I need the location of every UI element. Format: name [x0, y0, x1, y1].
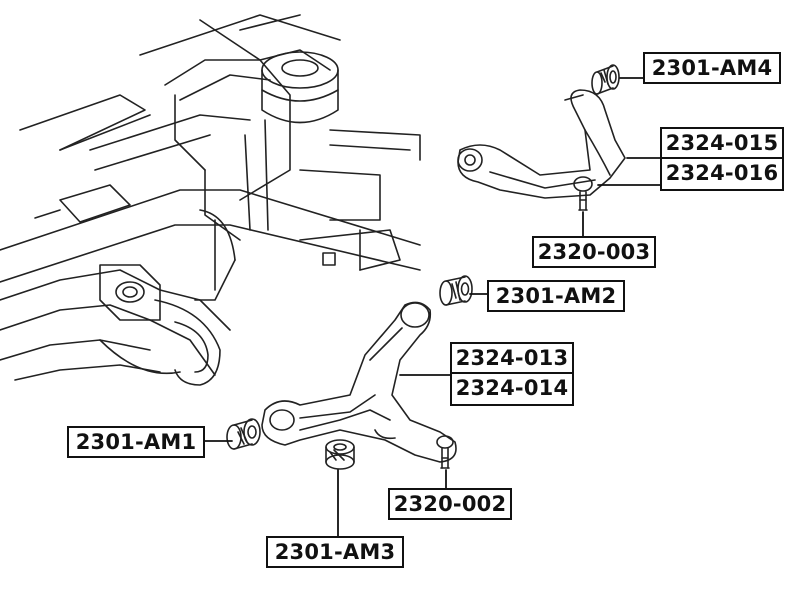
bushing-am1-illustration	[226, 418, 261, 450]
label-stack-lower-arm: 2324-013 2324-014	[450, 342, 574, 406]
bushing-am2-illustration	[439, 275, 473, 306]
lower-control-arm-illustration	[261, 301, 457, 469]
label-2301-am2: 2301-AM2	[487, 280, 625, 312]
bushing-am4-illustration	[591, 64, 620, 95]
label-2324-016: 2324-016	[660, 159, 784, 191]
leader-lines	[204, 77, 661, 537]
label-2320-002: 2320-002	[388, 488, 512, 520]
label-2324-015: 2324-015	[660, 127, 784, 159]
bushing-am3-illustration	[325, 439, 355, 470]
label-2301-am3: 2301-AM3	[266, 536, 404, 568]
vehicle-frame-illustration	[0, 14, 421, 386]
label-2324-013: 2324-013	[450, 342, 574, 374]
label-stack-upper-arm: 2324-015 2324-016	[660, 127, 784, 191]
label-2301-am1: 2301-AM1	[67, 426, 205, 458]
label-2320-003: 2320-003	[532, 236, 656, 268]
label-2301-am4: 2301-AM4	[643, 52, 781, 84]
label-2324-014: 2324-014	[450, 374, 574, 406]
upper-control-arm-illustration	[457, 89, 626, 211]
